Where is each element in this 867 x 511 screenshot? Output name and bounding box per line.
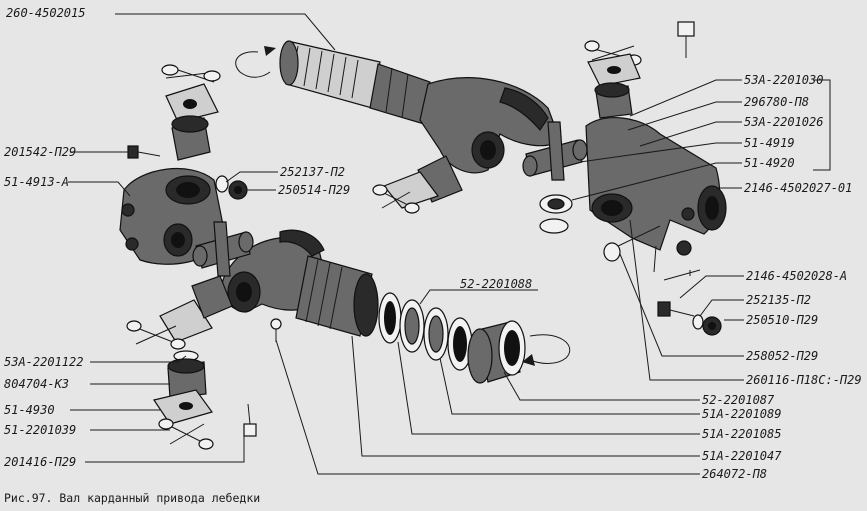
left-spider — [192, 221, 254, 277]
label-51a-2201047: 51А-2201047 — [702, 449, 782, 463]
left-top-parts — [161, 64, 221, 161]
part-labels: 260-4502015 201542-П29 51-4913-А 252137-… — [4, 6, 862, 505]
nut-252137 — [215, 175, 248, 200]
bolt-right-lower — [657, 301, 722, 336]
middle-bearing-parts — [372, 155, 463, 214]
label-2146-4502027-01: 2146-4502027-01 — [744, 181, 852, 195]
label-2146-4502028-a: 2146-4502028-А — [746, 269, 847, 283]
label-51-4930: 51-4930 — [4, 403, 55, 417]
right-top-parts — [584, 40, 642, 119]
right-bearing-housing — [585, 116, 727, 256]
label-201416-p29: 201416-П29 — [4, 455, 76, 469]
bolt-201416 — [243, 403, 257, 437]
rotation-arrowhead-bottom — [522, 354, 535, 366]
label-260-4502015: 260-4502015 — [6, 6, 85, 20]
label-51a-2201085: 51А-2201085 — [702, 427, 781, 441]
bolt-top-right — [677, 21, 695, 58]
label-51-4920: 51-4920 — [744, 156, 795, 170]
figure-caption: Рис.97. Вал карданный привода лебедки — [4, 491, 260, 505]
dust-cover — [467, 320, 526, 384]
splined-shaft — [279, 40, 431, 125]
label-51-4913-a: 51-4913-А — [4, 175, 69, 189]
label-252135-p2: 252135-П2 — [746, 293, 811, 307]
label-52-2201088: 52-2201088 — [460, 277, 532, 291]
right-yoke — [419, 77, 561, 174]
label-51-4919: 51-4919 — [744, 136, 795, 150]
label-264072-p8: 264072-П8 — [702, 467, 767, 481]
label-52-2201087: 52-2201087 — [702, 393, 775, 407]
splined-sleeve — [295, 255, 379, 337]
label-258052-p29: 258052-П29 — [746, 349, 818, 363]
bolt-201542 — [127, 145, 161, 159]
label-250510-p29: 250510-П29 — [746, 313, 818, 327]
rotation-arrow-bottom — [529, 334, 571, 364]
label-201542-p29: 201542-П29 — [4, 145, 76, 159]
label-252137-p2: 252137-П2 — [280, 165, 345, 179]
left-bearing-housing — [119, 168, 227, 265]
seal-rings — [378, 292, 473, 371]
label-51a-2201089: 51А-2201089 — [702, 407, 781, 421]
label-804704-k3: 804704-К3 — [4, 377, 69, 391]
label-51-2201039: 51-2201039 — [4, 423, 76, 437]
label-250514-p29: 250514-П29 — [278, 183, 350, 197]
parts-drawing — [119, 21, 727, 450]
right-spider — [522, 121, 588, 234]
leader-lines — [68, 13, 831, 475]
label-53a-2201122: 53А-2201122 — [4, 355, 83, 369]
label-53a-2201030: 53А-2201030 — [744, 73, 823, 87]
label-53a-2201026: 53А-2201026 — [744, 115, 823, 129]
grease-fitting — [270, 318, 282, 342]
label-260116-p18s-p29: 260116-П18С:-П29 — [746, 373, 862, 387]
label-296780-p8: 296780-П8 — [744, 95, 809, 109]
rotation-arrow-top — [235, 51, 271, 78]
rotation-arrowhead-top — [264, 46, 276, 56]
long-pin — [603, 225, 661, 273]
